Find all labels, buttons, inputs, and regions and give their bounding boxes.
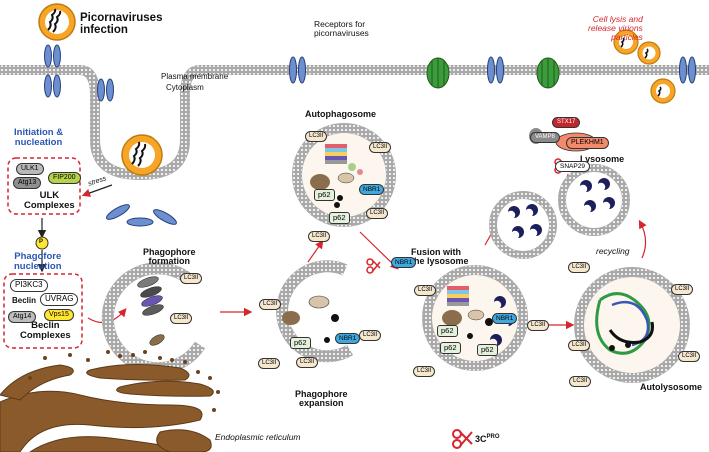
p62-marker: p62 xyxy=(290,337,311,350)
phagophore-formation-label: Phagophore formation xyxy=(143,247,196,267)
lysis-label: Cell lysis and release virions particles xyxy=(588,14,643,42)
autophagosome-label: Autophagosome xyxy=(305,109,376,119)
lc3ii-marker: LC3II xyxy=(170,313,193,324)
brand-label: 3CPRO xyxy=(475,434,500,444)
lc3ii-marker: LC3II xyxy=(366,208,389,219)
nbr1-marker: NBR1 xyxy=(359,184,385,196)
autolysosome xyxy=(574,267,690,383)
lc3ii-marker: LC3II xyxy=(296,357,319,368)
scissors-icon xyxy=(366,158,569,274)
protein-ulk1: ULK1 xyxy=(16,163,44,175)
autolysosome-label: Autolysosome xyxy=(640,382,703,392)
3c-pro-logo xyxy=(452,429,473,449)
lc3ii-marker: LC3II xyxy=(413,366,436,377)
lc3ii-marker: LC3II xyxy=(568,340,591,351)
phosphate-marker xyxy=(35,236,49,250)
nbr1-marker: NBR1 xyxy=(335,333,361,345)
cytoplasm-label: Cytoplasm xyxy=(166,83,204,92)
lc3ii-marker: LC3II xyxy=(527,320,550,331)
lc3ii-marker: LC3II xyxy=(568,262,591,273)
lc3ii-marker: LC3II xyxy=(258,358,281,369)
fusion-label: Fusion with the lysosome xyxy=(411,247,469,267)
lc3ii-marker: LC3II xyxy=(308,231,331,242)
lysosome-small xyxy=(489,191,557,259)
lysosome-label: Lysosome xyxy=(580,154,625,164)
lysosome xyxy=(558,164,630,236)
p-symbol: P xyxy=(39,239,44,245)
p62-marker: p62 xyxy=(314,189,335,202)
protein-snap29: SNAP29 xyxy=(555,161,590,173)
beclin-complex-box xyxy=(3,273,83,349)
protein-uvrag: UVRAG xyxy=(40,293,79,306)
lc3ii-marker: LC3II xyxy=(305,131,328,142)
protein-fip200: FIP200 xyxy=(48,172,81,184)
ulk-complexes-label: ULK Complexes xyxy=(24,190,75,211)
lc3ii-marker: LC3II xyxy=(414,285,437,296)
receptor-pairs xyxy=(44,44,696,227)
protein-beclin: Beclin xyxy=(12,296,37,305)
lc3ii-marker: LC3II xyxy=(569,376,592,387)
lc3ii-marker: LC3II xyxy=(678,351,701,362)
lc3ii-marker: LC3II xyxy=(180,273,203,284)
membrane-channels xyxy=(426,57,560,89)
lc3ii-marker: LC3II xyxy=(671,284,694,295)
virions-released xyxy=(613,29,676,104)
protein-stx17: STX17 xyxy=(552,117,581,128)
plasma-membrane-label: Plasma membrane xyxy=(161,72,229,81)
p62-marker: p62 xyxy=(437,325,458,338)
ulk-complex-box xyxy=(7,157,81,215)
nbr1-marker: NBR1 xyxy=(492,313,518,325)
phagofore-nucleation-heading: Phagofore nucleation xyxy=(14,251,62,272)
nbr1-marker: NBR1 xyxy=(391,257,417,269)
protein-vamp8: VAMP8 xyxy=(530,132,560,143)
beclin-complexes-label: Beclin Complexes xyxy=(20,320,71,341)
er-ribosomes xyxy=(28,350,220,412)
p62-marker: p62 xyxy=(329,212,350,225)
receptors-label: Receptors for picornaviruses xyxy=(314,19,369,38)
endoplasmic-reticulum xyxy=(0,363,214,452)
infection-label: Picornaviruses infection xyxy=(80,12,163,37)
virus-endocytosed xyxy=(121,134,163,176)
protein-plekhm1: PLEKHM1 xyxy=(566,137,609,149)
lc3ii-marker: LC3II xyxy=(259,299,282,310)
fusion-vesicle xyxy=(422,265,528,371)
protein-pi3kc3: PI3KC3 xyxy=(10,279,48,292)
protein-atg13: Atg13 xyxy=(13,177,42,189)
virus-infecting xyxy=(38,3,76,41)
phagophore-expansion xyxy=(276,260,354,363)
lc3ii-marker: LC3II xyxy=(369,142,392,153)
p62-marker: p62 xyxy=(440,342,461,355)
protein-atg14: Atg14 xyxy=(8,311,37,323)
er-label: Endoplasmic reticulum xyxy=(215,432,301,442)
p62-marker: p62 xyxy=(477,344,498,357)
lc3ii-marker: LC3II xyxy=(359,330,382,341)
recycling-label: recycling xyxy=(596,246,630,256)
phagophore-expansion-label: Phagophore expansion xyxy=(295,389,348,409)
protein-vps15: Vps15 xyxy=(44,309,74,321)
initiation-heading: Initiation & nucleation xyxy=(14,127,64,148)
